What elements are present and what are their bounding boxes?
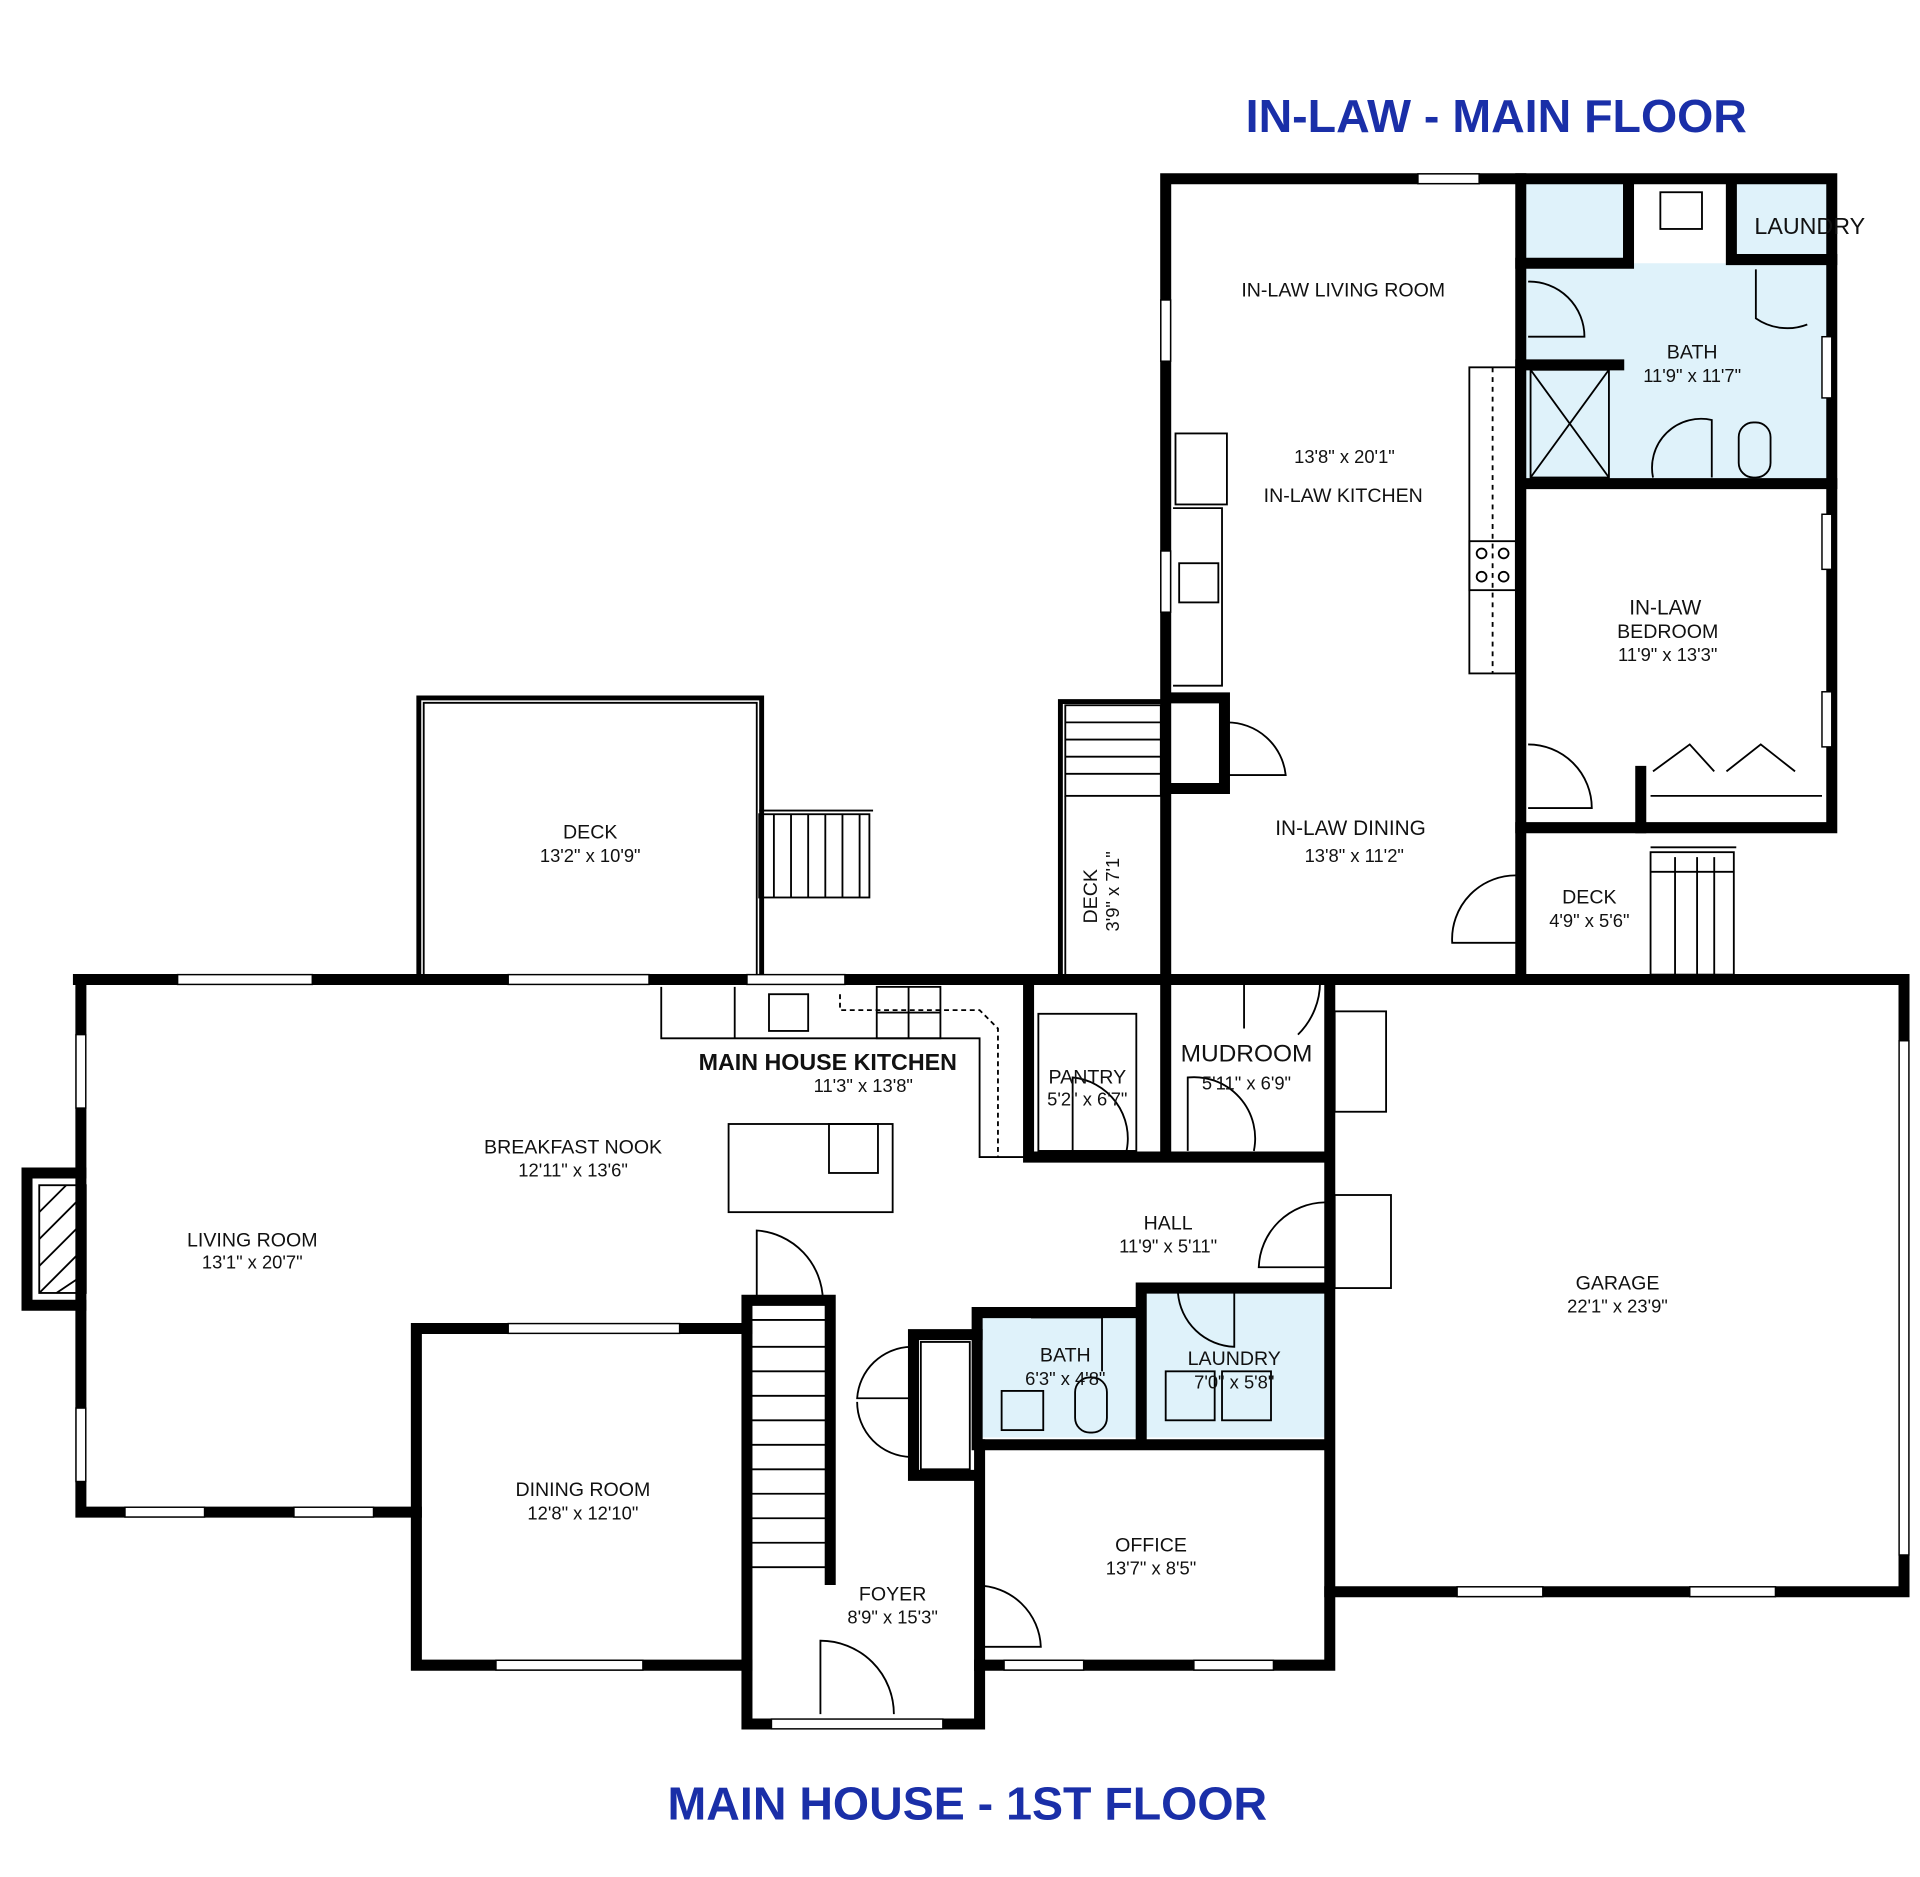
inlaw-bedroom-size: 11'9" x 13'3" [1618, 644, 1717, 665]
inlaw-deck-size: 4'9" x 5'6" [1549, 910, 1629, 931]
living-room-label: LIVING ROOM [187, 1229, 318, 1251]
bath-size: 6'3" x 4'8" [1025, 1368, 1105, 1389]
inlaw-laundry-label: LAUNDRY [1754, 213, 1865, 239]
deck-outlines [416, 695, 1737, 980]
hall-size: 11'9" x 5'11" [1119, 1236, 1217, 1257]
office-label: OFFICE [1115, 1534, 1187, 1556]
deck-label: DECK [563, 822, 617, 844]
room-labels: IN-LAW LIVING ROOM 13'8" x 20'1" IN-LAW … [187, 213, 1865, 1628]
side-deck-size: 3'9" x 7'1" [1102, 851, 1123, 931]
inlaw-kitchen-size: 13'8" x 20'1" [1294, 446, 1395, 467]
hall-label: HALL [1144, 1212, 1193, 1234]
breakfast-nook-size: 12'11" x 13'6" [518, 1160, 628, 1181]
breakfast-nook-label: BREAKFAST NOOK [484, 1136, 662, 1158]
inlaw-deck-label: DECK [1562, 887, 1616, 909]
fixtures [660, 191, 1822, 1715]
inlaw-bath-size: 11'9" x 11'7" [1643, 365, 1741, 386]
kitchen-label: MAIN HOUSE KITCHEN [699, 1049, 957, 1075]
inlaw-bedroom-label-1: IN-LAW [1629, 597, 1701, 620]
side-deck-label: DECK [1080, 869, 1102, 923]
inlaw-dining-size: 13'8" x 11'2" [1305, 845, 1404, 866]
pantry-label: PANTRY [1049, 1067, 1127, 1089]
garage-size: 22'1" x 23'9" [1567, 1296, 1668, 1317]
main-house-floor-title: MAIN HOUSE - 1ST FLOOR [668, 1777, 1268, 1829]
foyer-label: FOYER [859, 1583, 926, 1605]
inlaw-bedroom-label-2: BEDROOM [1617, 621, 1718, 643]
inlaw-bath-label: BATH [1667, 342, 1718, 364]
mudroom-size: 5'11" x 6'9" [1202, 1073, 1291, 1094]
foyer-size: 8'9" x 15'3" [847, 1607, 937, 1628]
inlaw-kitchen-label: IN-LAW KITCHEN [1264, 485, 1423, 507]
laundry-size: 7'0" x 5'8" [1194, 1371, 1274, 1392]
deck-size: 13'2" x 10'9" [540, 845, 641, 866]
fireplace [38, 1184, 87, 1294]
garage-label: GARAGE [1576, 1272, 1660, 1294]
mudroom-label: MUDROOM [1181, 1041, 1313, 1068]
inlaw-living-label: IN-LAW LIVING ROOM [1241, 279, 1445, 301]
office-size: 13'7" x 8'5" [1106, 1558, 1196, 1579]
living-room-size: 13'1" x 20'7" [202, 1251, 303, 1272]
kitchen-size: 11'3" x 13'8" [814, 1075, 913, 1096]
inlaw-dining-label: IN-LAW DINING [1275, 817, 1426, 840]
windows [75, 173, 1910, 1730]
pantry-size: 5'2" x 6'7" [1047, 1089, 1127, 1110]
bath-label: BATH [1040, 1345, 1091, 1367]
dining-room-label: DINING ROOM [515, 1479, 650, 1501]
dining-room-size: 12'8" x 12'10" [527, 1502, 638, 1523]
in-law-floor-title: IN-LAW - MAIN FLOOR [1246, 90, 1747, 142]
laundry-label: LAUNDRY [1188, 1348, 1281, 1370]
